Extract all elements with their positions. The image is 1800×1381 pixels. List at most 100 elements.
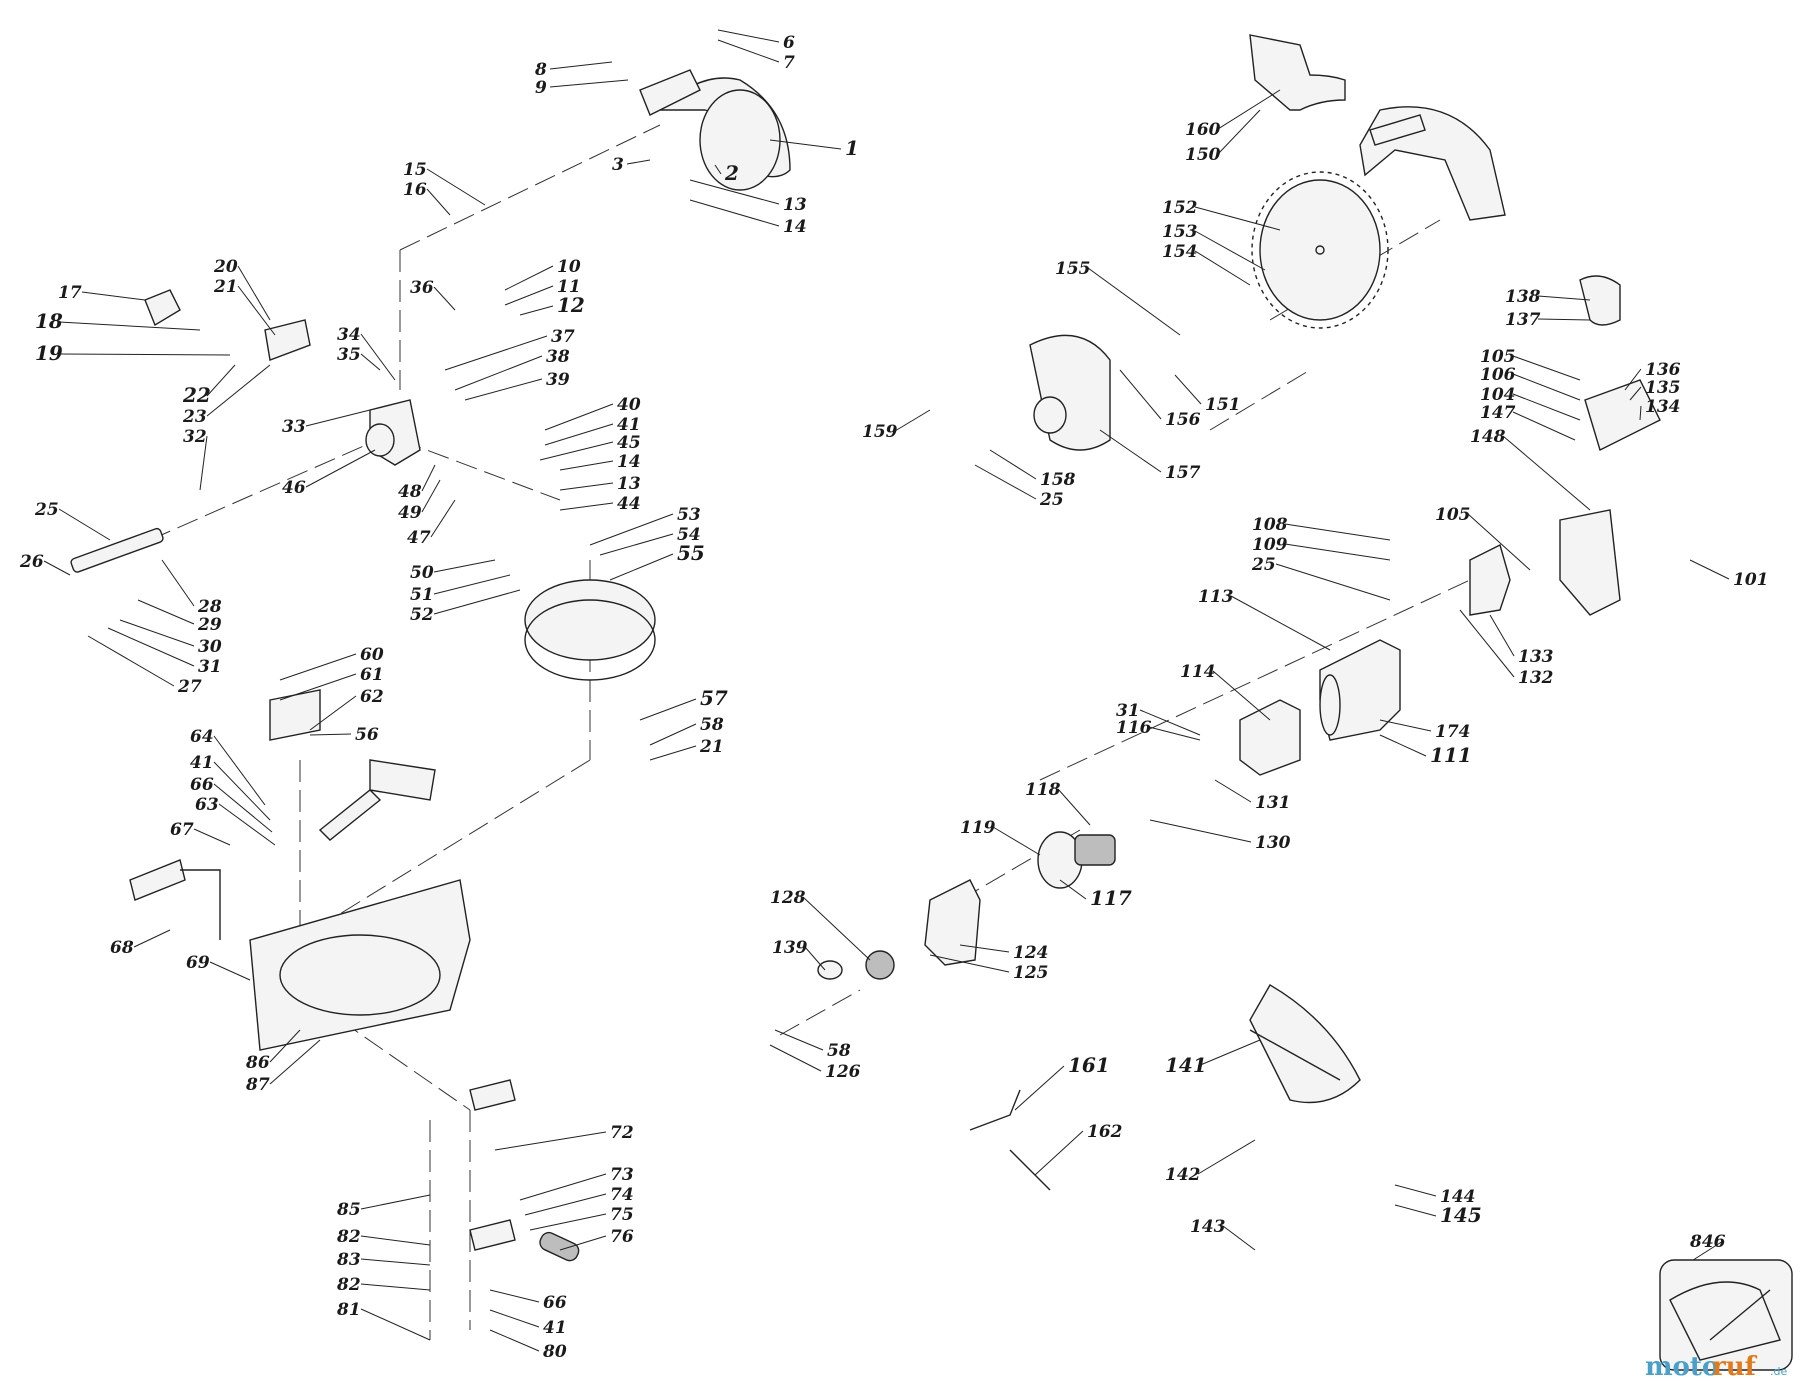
- callout-leader-14b: [559, 460, 614, 471]
- callout-117: 117: [1090, 886, 1132, 910]
- callout-147: 147: [1480, 403, 1516, 423]
- callout-leader-64: [213, 735, 266, 806]
- callout-154: 154: [1162, 242, 1198, 262]
- callout-159: 159: [862, 422, 898, 442]
- callout-leader-51: [433, 574, 511, 595]
- callout-49: 49: [398, 503, 422, 523]
- callout-leader-158: [989, 449, 1037, 480]
- callout-leader-137: [1537, 318, 1591, 321]
- watermark-ruf: ruf: [1712, 1352, 1758, 1381]
- callout-leader-13b: [559, 482, 614, 491]
- part-bevel-lock: [129, 859, 221, 940]
- callout-leader-155: [1087, 267, 1181, 336]
- callout-leader-41c: [489, 1309, 540, 1328]
- callout-160: 160: [1185, 120, 1221, 140]
- callout-leader-148: [1502, 435, 1591, 511]
- callout-leader-31b: [1139, 709, 1201, 736]
- callout-leader-113: [1230, 595, 1331, 651]
- callout-leader-106: [1512, 373, 1581, 401]
- callout-leader-18: [58, 321, 201, 331]
- callout-58b: 58: [827, 1041, 851, 1061]
- callout-leader-32: [199, 435, 208, 491]
- callout-leader-26: [43, 560, 71, 576]
- callout-leader-101: [1689, 559, 1730, 580]
- callout-145: 145: [1440, 1203, 1482, 1227]
- callout-leader-12: [519, 305, 554, 316]
- callout-150: 150: [1185, 145, 1221, 165]
- callout-51: 51: [410, 585, 434, 605]
- callout-leader-119: [992, 826, 1041, 856]
- callout-leader-109: [1284, 543, 1391, 561]
- callout-leader-55: [609, 553, 674, 581]
- callout-50: 50: [410, 563, 434, 583]
- callout-leader-48: [421, 464, 436, 492]
- callout-leader-34: [360, 333, 396, 381]
- callout-41: 41: [617, 415, 641, 435]
- callout-76: 76: [610, 1227, 634, 1247]
- callout-leader-46: [305, 449, 376, 488]
- watermark-de: .de: [1770, 1365, 1787, 1378]
- callout-81: 81: [336, 1300, 361, 1320]
- callout-leader-75: [529, 1213, 607, 1231]
- callout-138: 138: [1505, 287, 1541, 307]
- callout-155: 155: [1055, 259, 1091, 279]
- callout-137: 137: [1505, 310, 1541, 330]
- callout-20: 20: [213, 257, 238, 277]
- part-upper-cover: [1249, 34, 1346, 111]
- callout-25: 25: [34, 500, 59, 520]
- callout-32: 32: [183, 427, 207, 447]
- callout-leader-126: [769, 1044, 822, 1072]
- callout-7: 7: [783, 53, 795, 73]
- callout-101: 101: [1733, 570, 1769, 590]
- callout-leader-60: [279, 653, 357, 681]
- callout-14: 14: [783, 217, 807, 237]
- callout-62: 62: [360, 687, 384, 707]
- callout-leader-40: [544, 403, 614, 431]
- callout-17: 17: [58, 283, 82, 303]
- callout-128: 128: [770, 888, 806, 908]
- callout-38: 38: [546, 347, 570, 367]
- part-armature: [1037, 831, 1116, 889]
- callout-19: 19: [35, 341, 63, 365]
- callout-leader-3: [626, 159, 651, 165]
- callout-139: 139: [772, 938, 808, 958]
- callout-124: 124: [1013, 943, 1049, 963]
- callout-108: 108: [1252, 515, 1288, 535]
- callout-10: 10: [557, 257, 581, 277]
- callout-157: 157: [1165, 463, 1201, 483]
- callout-30: 30: [198, 637, 222, 657]
- callout-68: 68: [110, 938, 134, 958]
- callout-13b: 13: [617, 474, 641, 494]
- part-wire-141: [1249, 1029, 1341, 1081]
- callout-leader-54: [599, 533, 674, 556]
- callout-leader-85: [360, 1194, 431, 1210]
- callout-leader-31: [107, 627, 195, 667]
- callout-leader-162: [1034, 1130, 1084, 1176]
- callout-13: 13: [783, 195, 807, 215]
- callout-leader-38: [454, 355, 543, 391]
- callout-55: 55: [677, 541, 705, 565]
- callout-44: 44: [617, 494, 641, 514]
- callout-3: 3: [612, 155, 624, 175]
- callout-leader-35: [360, 353, 381, 371]
- callout-leader-57: [639, 698, 697, 721]
- callout-leader-111: [1379, 734, 1427, 757]
- callout-leader-141: [1197, 1039, 1261, 1067]
- callout-72: 72: [610, 1123, 634, 1143]
- callout-153: 153: [1162, 222, 1198, 242]
- callout-133: 133: [1518, 647, 1554, 667]
- part-switch-bracket: [144, 289, 311, 361]
- callout-82b: 82: [336, 1275, 361, 1295]
- watermark-moto: moto: [1645, 1352, 1719, 1381]
- callout-leader-25c: [974, 464, 1037, 500]
- part-base: [249, 879, 471, 1051]
- callout-161: 161: [1068, 1053, 1110, 1077]
- callout-109: 109: [1252, 535, 1288, 555]
- callout-53: 53: [677, 505, 701, 525]
- callout-41b: 41: [190, 753, 214, 773]
- callout-leader-128: [802, 896, 871, 961]
- watermark: moto ruf .de: [1645, 1352, 1787, 1381]
- callout-leader-86: [269, 1029, 301, 1063]
- callout-leader-131: [1214, 779, 1252, 803]
